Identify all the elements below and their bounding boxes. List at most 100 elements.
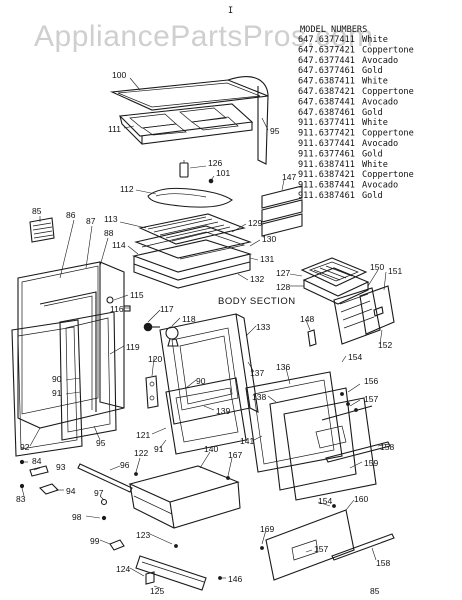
oven-door-frame bbox=[159, 313, 259, 425]
model-color: Coppertone bbox=[362, 129, 414, 139]
callout-159: 159 bbox=[364, 458, 378, 468]
callout-151: 151 bbox=[388, 266, 402, 276]
callout-154: 154 bbox=[348, 352, 362, 362]
model-number: 911.6377411 bbox=[298, 118, 355, 128]
callout-147: 147 bbox=[282, 172, 296, 182]
callout-120: 120 bbox=[148, 354, 162, 364]
model-color: Coppertone bbox=[362, 45, 414, 55]
callout-115: 115 bbox=[130, 290, 144, 300]
callout-146: 146 bbox=[228, 574, 242, 584]
callout-96: 96 bbox=[120, 460, 130, 470]
model-number: 911.6377441 bbox=[298, 139, 355, 149]
model-number: 647.6377411 bbox=[298, 35, 355, 45]
storage-drawer bbox=[128, 465, 241, 529]
callout-87: 87 bbox=[86, 216, 96, 226]
element-receptacle bbox=[179, 160, 214, 184]
callout-101: 101 bbox=[216, 168, 230, 178]
model-color: Coppertone bbox=[362, 170, 414, 180]
model-color: Gold bbox=[362, 149, 383, 159]
callout-123: 123 bbox=[136, 530, 150, 540]
callout-128: 128 bbox=[276, 282, 290, 292]
model-number: 647.6387411 bbox=[298, 77, 355, 87]
leader-lines bbox=[21, 77, 389, 589]
model-number: 647.6387461 bbox=[298, 108, 355, 118]
cooktop-assembly bbox=[109, 76, 269, 165]
callout-126: 126 bbox=[208, 158, 222, 168]
callout-100: 100 bbox=[112, 70, 126, 80]
callout-117: 117 bbox=[160, 304, 174, 314]
rail-screw bbox=[134, 472, 138, 476]
callout-88: 88 bbox=[104, 228, 114, 238]
callout-85: 85 bbox=[32, 206, 42, 216]
lower-door bbox=[260, 504, 395, 581]
broiler-pan bbox=[300, 257, 370, 305]
model-number: 647.6377421 bbox=[298, 45, 355, 55]
callout-137: 137 bbox=[250, 368, 264, 378]
callout-118: 118 bbox=[182, 314, 196, 324]
oven-cavity bbox=[132, 213, 253, 289]
callout-133: 133 bbox=[256, 322, 270, 332]
callout-119: 119 bbox=[126, 342, 140, 352]
callout-141: 141 bbox=[240, 436, 254, 446]
callout-160: 160 bbox=[354, 494, 368, 504]
cabinet-body bbox=[17, 261, 125, 429]
callout-136: 136 bbox=[276, 362, 290, 372]
callout-132: 132 bbox=[250, 274, 264, 284]
callout-112: 112 bbox=[120, 184, 134, 194]
vent-louver bbox=[261, 185, 303, 237]
model-number: 647.6377461 bbox=[298, 66, 355, 76]
callout-138: 138 bbox=[252, 392, 266, 402]
callout-152: 152 bbox=[378, 340, 392, 350]
model-color: White bbox=[362, 118, 388, 128]
model-color: Avocado bbox=[362, 181, 398, 191]
model-color: Coppertone bbox=[362, 87, 414, 97]
callout-labels: 100 111 95 126 101 112 147 85 86 87 88 1… bbox=[16, 70, 402, 596]
callout-150: 150 bbox=[370, 262, 384, 272]
side-panel bbox=[11, 319, 83, 457]
callout-98: 98 bbox=[72, 512, 82, 522]
small-hardware bbox=[100, 498, 125, 551]
callout-124: 124 bbox=[116, 564, 130, 574]
callout-125: 125 bbox=[150, 586, 164, 596]
model-color: White bbox=[362, 160, 388, 170]
watermark: AppliancePartsPros.com bbox=[34, 20, 373, 53]
callout-90-door: 90 bbox=[196, 376, 206, 386]
callout-84: 84 bbox=[32, 456, 42, 466]
callout-148: 148 bbox=[300, 314, 314, 324]
callout-114: 114 bbox=[112, 240, 126, 250]
callout-92: 92 bbox=[20, 442, 30, 452]
storage-door-inner bbox=[333, 285, 395, 345]
section-title: BODY SECTION bbox=[218, 296, 296, 307]
kick-plate bbox=[135, 544, 222, 591]
callout-140: 140 bbox=[204, 444, 218, 454]
callout-91-door: 91 bbox=[154, 444, 164, 454]
model-color: White bbox=[362, 77, 388, 87]
model-number: 647.6377441 bbox=[298, 56, 355, 66]
callout-94: 94 bbox=[66, 486, 76, 496]
model-number: 911.6387461 bbox=[298, 191, 355, 201]
model-color: Avocado bbox=[362, 56, 398, 66]
model-number: 647.6387421 bbox=[298, 87, 355, 97]
callout-116: 116 bbox=[110, 304, 124, 314]
model-color: White bbox=[362, 35, 388, 45]
callout-122: 122 bbox=[134, 448, 148, 458]
inner-oven-door bbox=[165, 377, 247, 455]
callout-111: 111 bbox=[108, 124, 121, 134]
vent-grille bbox=[29, 217, 55, 243]
model-table-header: MODEL NUMBERS bbox=[300, 25, 367, 35]
model-number: 911.6387441 bbox=[298, 181, 355, 191]
model-color: Avocado bbox=[362, 139, 398, 149]
callout-97: 97 bbox=[94, 488, 104, 498]
model-number: 647.6387441 bbox=[298, 97, 355, 107]
door-clip bbox=[307, 329, 317, 347]
callout-156: 156 bbox=[364, 376, 378, 386]
callout-154-lower: 154 bbox=[318, 496, 332, 506]
callout-95-lower: 95 bbox=[96, 438, 106, 448]
model-color: Gold bbox=[362, 191, 383, 201]
callout-158: 158 bbox=[380, 442, 394, 452]
model-color: Gold bbox=[362, 66, 383, 76]
callout-99: 99 bbox=[90, 536, 100, 546]
